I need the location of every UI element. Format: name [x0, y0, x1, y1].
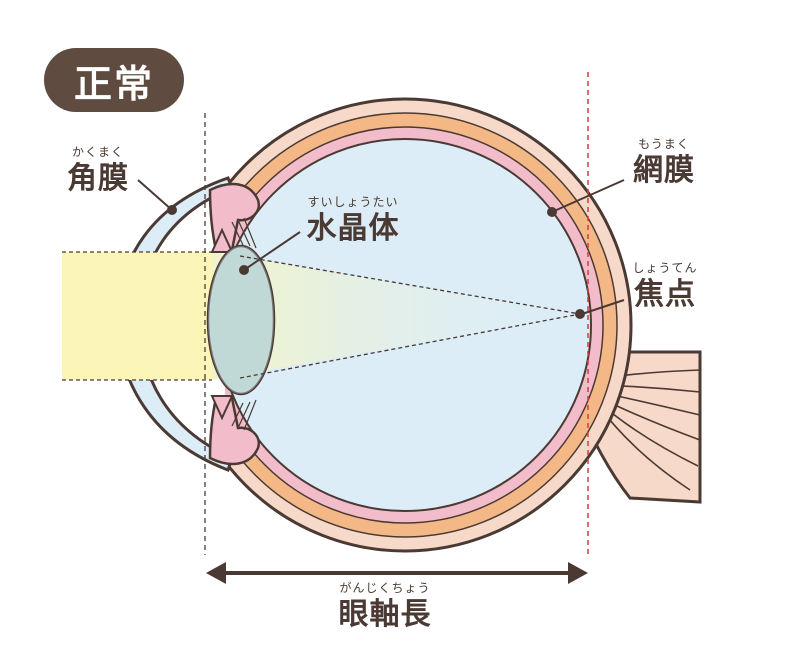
label-axial-length-text: 眼軸長 — [338, 597, 432, 632]
label-lens-reading: すいしょうたい — [307, 195, 399, 209]
label-lens-text: 水晶体 — [306, 211, 400, 246]
leader-lines — [137, 179, 625, 315]
iris-lower — [210, 395, 234, 421]
zonule-fibers — [231, 217, 257, 431]
label-cornea-reading: かくまく — [71, 145, 124, 159]
label-lens: すいしょうたい 水晶体 — [298, 196, 408, 244]
label-focus-text: 焦点 — [634, 277, 696, 312]
light-rays — [62, 251, 581, 381]
condition-badge: 正常 — [44, 48, 184, 112]
label-axial-length: がんじくちょう 眼軸長 — [320, 582, 450, 630]
lens-pointer-dot — [239, 265, 249, 275]
label-cornea-text: 角膜 — [67, 161, 129, 196]
crystalline-lens — [206, 244, 276, 396]
label-retina-reading: もうまく — [638, 137, 690, 151]
label-retina: もうまく 網膜 — [622, 138, 706, 186]
label-axial-length-reading: がんじくちょう — [339, 581, 431, 595]
retina-pointer-dot — [547, 207, 557, 217]
cornea-pointer-dot — [167, 205, 177, 215]
lens-shadow — [208, 246, 274, 394]
light-entry — [62, 252, 212, 380]
iris-upper — [210, 227, 234, 253]
label-cornea: かくまく 角膜 — [58, 146, 138, 194]
label-focus: しょうてん 焦点 — [622, 262, 708, 310]
focal-point — [575, 309, 585, 319]
label-retina-text: 網膜 — [633, 153, 695, 188]
label-focus-reading: しょうてん — [632, 261, 698, 275]
axial-length-arrow — [206, 562, 588, 584]
